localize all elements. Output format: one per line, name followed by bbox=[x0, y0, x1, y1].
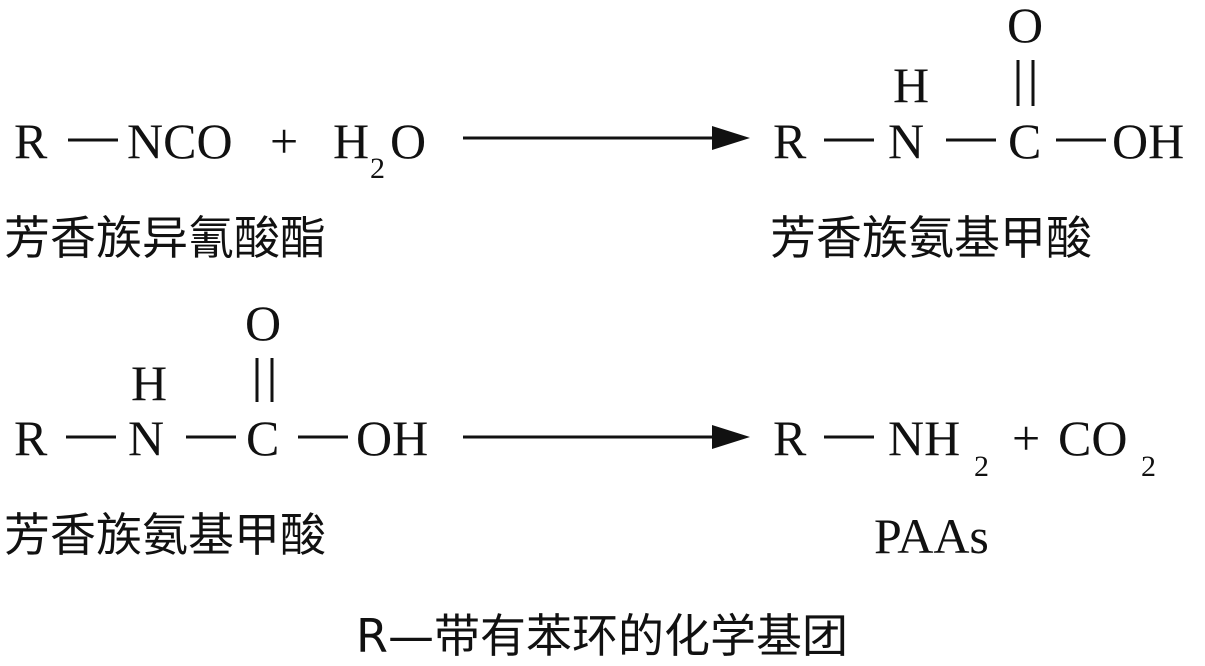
r1-product-r: R bbox=[773, 113, 807, 169]
r2-reactant-oh: OH bbox=[356, 410, 428, 466]
r1-product-label: 芳香族氨基甲酸 bbox=[770, 211, 1092, 265]
r2-reactant-n: N bbox=[128, 410, 164, 466]
r2-reactant-label: 芳香族氨基甲酸 bbox=[4, 508, 326, 562]
r1-arrow-head bbox=[712, 126, 750, 150]
r2-product-nh-subscript: 2 bbox=[974, 450, 989, 483]
r2-reactant-c: C bbox=[246, 410, 279, 466]
reaction-2-reactant: O H R N C OH 芳香族氨基甲酸 bbox=[4, 295, 428, 562]
r1-product-c: C bbox=[1008, 113, 1041, 169]
reaction-1: R NCO + H 2 O 芳香族异氰酸酯 O H R N C OH bbox=[4, 0, 1184, 265]
r2-product-nh: NH bbox=[888, 410, 960, 466]
r2-plus: + bbox=[1012, 410, 1040, 466]
r1-water-o: O bbox=[390, 113, 426, 169]
reaction-2: O H R N C OH 芳香族氨基甲酸 R NH 2 + CO 2 bbox=[4, 295, 1156, 564]
r1-product-carbonyl-o: O bbox=[1007, 0, 1043, 53]
r2-arrow bbox=[463, 425, 750, 449]
r2-product-co-subscript: 2 bbox=[1141, 450, 1156, 483]
footnote-r-definition: R—带有苯环的化学基团 bbox=[356, 609, 848, 663]
r1-plus: + bbox=[270, 113, 298, 169]
r1-reactant-label: 芳香族异氰酸酯 bbox=[4, 211, 326, 265]
reaction-1-product: O H R N C OH 芳香族氨基甲酸 bbox=[770, 0, 1184, 265]
r1-water-h: H bbox=[333, 113, 369, 169]
reaction-2-products: R NH 2 + CO 2 PAAs bbox=[773, 410, 1156, 564]
r2-reactant-h: H bbox=[131, 355, 167, 411]
r1-arrow bbox=[463, 126, 750, 150]
r2-product-label: PAAs bbox=[874, 508, 989, 564]
r1-reactant-r: R bbox=[14, 113, 48, 169]
r2-reactant-carbonyl-o: O bbox=[245, 295, 281, 351]
r2-reactant-r: R bbox=[14, 410, 48, 466]
r1-product-n: N bbox=[888, 113, 924, 169]
reaction-1-reactants: R NCO + H 2 O 芳香族异氰酸酯 bbox=[4, 113, 426, 265]
r1-product-h: H bbox=[893, 57, 929, 113]
r1-water-subscript: 2 bbox=[370, 152, 385, 185]
r2-arrow-head bbox=[712, 425, 750, 449]
r2-product-r: R bbox=[773, 410, 807, 466]
r1-reactant-nco: NCO bbox=[127, 113, 233, 169]
r1-product-oh: OH bbox=[1112, 113, 1184, 169]
r2-product-co: CO bbox=[1058, 410, 1127, 466]
